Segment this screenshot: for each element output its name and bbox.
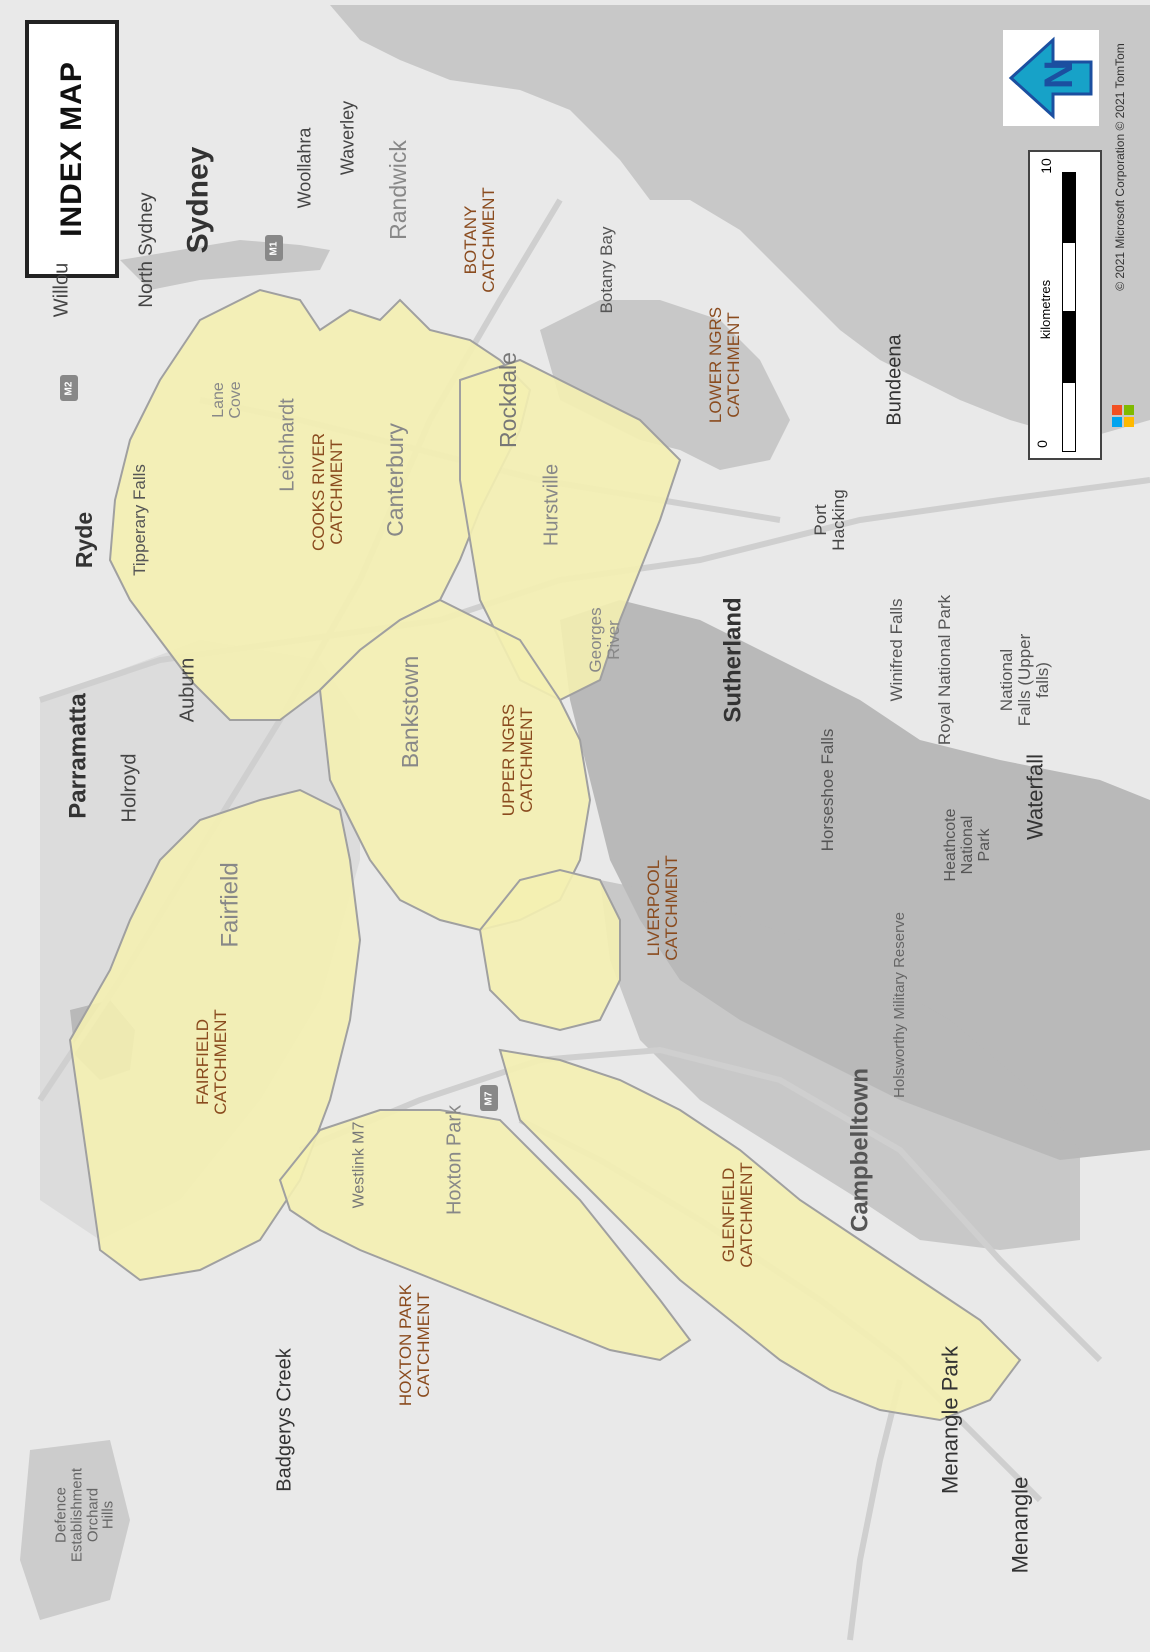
place-label-westlink-m7: Westlink M7 xyxy=(350,1121,368,1209)
scale-end-label: 10 xyxy=(1037,158,1054,174)
north-letter: N xyxy=(1036,60,1081,89)
place-label-parramatta: Parramatta xyxy=(64,693,92,819)
bing-logo-icon xyxy=(1112,405,1134,427)
fairfield-catchment xyxy=(68,788,362,1282)
scale-unit-label: kilometres xyxy=(1038,279,1054,340)
place-label-royal-national-park: Royal National Park xyxy=(935,594,955,746)
road-shield-m2: M2 xyxy=(60,375,78,401)
place-label-holroyd: Holroyd xyxy=(118,753,141,823)
holsworthy-area xyxy=(600,880,1080,1250)
scale-segment-2 xyxy=(1062,242,1076,312)
place-label-campbelltown: Campbelltown xyxy=(846,1067,874,1233)
scale-bar: 10 0 kilometres xyxy=(1028,150,1102,460)
place-label-randwick: Randwick xyxy=(384,140,411,240)
place-label-auburn: Auburn xyxy=(176,657,199,723)
upper-ngrs-catchment xyxy=(318,598,592,932)
place-label-winifred-falls: Winifred Falls xyxy=(887,598,907,702)
scale-segment-3 xyxy=(1062,312,1076,382)
hoxton-park-catchment xyxy=(278,1109,692,1362)
place-label-botany-bay: Botany Bay xyxy=(597,226,617,314)
place-label-bundeena: Bundeena xyxy=(883,334,906,426)
liverpool-catchment xyxy=(478,868,621,1032)
place-label-menangle-park: Menangle Park xyxy=(937,1346,963,1494)
place-label-waverley: Waverley xyxy=(337,100,358,176)
road-shield-m1: M1 xyxy=(265,235,283,261)
scale-start-label: 0 xyxy=(1033,440,1050,448)
place-label-woollahra: Woollahra xyxy=(294,127,315,209)
north-arrow-icon: N xyxy=(1003,30,1099,126)
place-label-holsworthy-military-reserve: Holsworthy Military Reserve xyxy=(891,912,909,1098)
place-label-menangle: Menangle xyxy=(1007,1476,1033,1574)
place-label-hoxton-park: Hoxton Park xyxy=(443,1104,466,1216)
botany-bay xyxy=(540,300,790,470)
catchment-polygons xyxy=(68,290,1022,1422)
defence-area xyxy=(20,1440,130,1620)
place-label-fairfield: Fairfield xyxy=(216,862,244,948)
attribution-text: © 2021 Microsoft Corporation © 2021 TomT… xyxy=(1113,43,1127,291)
place-label-sydney: Sydney xyxy=(181,146,215,254)
place-label-leichhardt: Leichhardt xyxy=(276,398,299,492)
glenfield-catchment xyxy=(498,1048,1022,1422)
royal-national-park xyxy=(560,600,1150,1160)
scale-segment-1 xyxy=(1062,172,1076,242)
place-label-bankstown: Bankstown xyxy=(396,655,423,769)
scale-segment-4 xyxy=(1062,382,1076,452)
place-label-north-sydney: North Sydney xyxy=(136,192,158,308)
map-title: INDEX MAP xyxy=(55,61,88,237)
road-shield-m7: M7 xyxy=(480,1085,498,1111)
place-label-ryde: Ryde xyxy=(70,511,97,569)
ocean xyxy=(330,5,1150,440)
place-label-horseshoe-falls: Horseshoe Falls xyxy=(818,728,838,852)
lower-ngrs-catchment xyxy=(459,358,682,702)
place-label-rockdale: Rockdale xyxy=(494,352,521,448)
place-label-hurstville: Hurstville xyxy=(540,463,563,547)
place-label-waterfall: Waterfall xyxy=(1022,754,1048,840)
place-label-canterbury: Canterbury xyxy=(381,423,408,537)
place-label-willoughby: Willou xyxy=(50,262,73,318)
place-label-tipperary-falls: Tipperary Falls xyxy=(130,464,150,576)
map-title-box: INDEX MAP xyxy=(25,20,119,278)
place-label-badgerys-creek: Badgerys Creek xyxy=(273,1348,296,1492)
place-label-sutherland: Sutherland xyxy=(719,597,747,723)
